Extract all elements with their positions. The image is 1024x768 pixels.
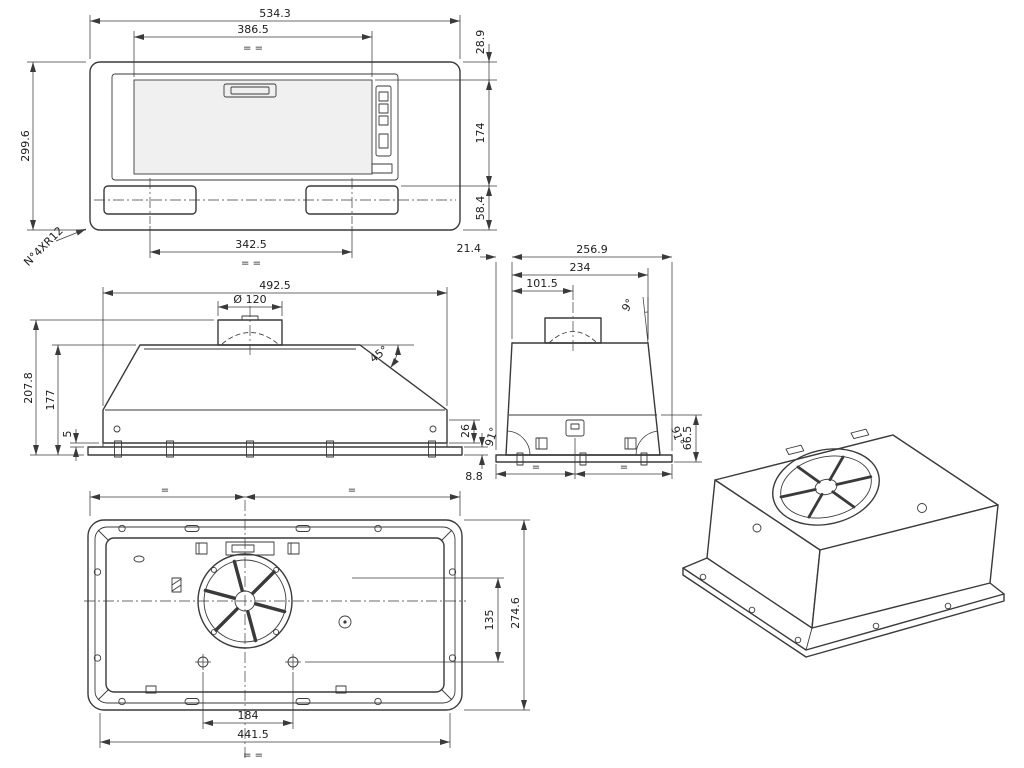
front-elevation-dimensions: 492.5 Ø 120 45° 207.8 177 5 26 8.8	[22, 279, 488, 483]
dim-bottom-hole-spacing: 184	[238, 709, 259, 722]
isometric-view	[682, 428, 1005, 658]
fixing-hole-left	[195, 654, 211, 670]
side-elevation-view: 21.4 256.9 234 101.5 9° 91° 91° 66.5 = =	[457, 242, 702, 479]
junction-box	[565, 419, 585, 437]
dim-bottom-opening-width: 441.5	[237, 728, 269, 741]
brand-plate	[371, 163, 393, 174]
dim-front-inner-width-eq: = =	[243, 43, 263, 54]
dim-elev-lip-height: 26	[459, 424, 472, 438]
front-elevation-view: 492.5 Ø 120 45° 207.8 177 5 26 8.8	[22, 279, 488, 483]
bottom-view-dimensions: = = 135 274.6 184 441.5 = =	[89, 485, 530, 761]
flange-clips	[114, 440, 436, 458]
hood-body-front	[89, 61, 461, 231]
mounting-flange	[87, 446, 463, 456]
dim-elev-total-height: 207.8	[22, 372, 35, 404]
dim-front-total-height: 299.6	[19, 130, 32, 162]
dim-side-body-depth: 234	[570, 261, 591, 274]
iso-details	[699, 428, 952, 644]
dim-bottom-flange-depth: 274.6	[509, 597, 522, 629]
canopy-outline	[102, 344, 448, 444]
lamp-and-clips	[195, 541, 300, 556]
dim-front-filter-spacing-eq: = =	[241, 258, 261, 269]
dim-elev-body-height: 177	[44, 390, 57, 411]
dim-side-lip-height: 66.5	[681, 426, 694, 451]
fixing-hole-right	[285, 654, 301, 670]
box-opening	[105, 537, 445, 693]
front-elevation-object	[87, 306, 463, 458]
dim-elev-flange-gap: 5	[61, 431, 74, 438]
control-panel	[375, 85, 392, 157]
handle	[223, 83, 277, 98]
dim-side-flange-offset: 21.4	[457, 242, 482, 255]
dim-elev-duct-diameter: Ø 120	[233, 293, 266, 306]
iso-flange	[682, 557, 1005, 658]
dim-side-total-depth: 256.9	[576, 243, 608, 256]
dim-side-duct-offset: 101.5	[526, 277, 558, 290]
dim-elev-body-width: 492.5	[259, 279, 291, 292]
side-elevation-dimensions: 21.4 256.9 234 101.5 9° 91° 91° 66.5 = =	[457, 242, 702, 479]
dim-elev-flange-thickness: 8.8	[465, 470, 483, 483]
iso-fan	[772, 448, 880, 526]
note-corner-radius: N°4XR12	[21, 224, 65, 268]
side-elevation-object	[495, 302, 673, 466]
dim-side-eq-right: =	[620, 462, 628, 473]
dim-front-panel-height: 174	[474, 123, 487, 144]
mounting-flange-side	[495, 454, 673, 463]
dim-bottom-eq-left: =	[161, 485, 169, 496]
dim-elev-slope-angle: 45°	[367, 343, 390, 365]
liner-recess	[111, 73, 399, 181]
dim-front-filter-spacing: 342.5	[235, 238, 267, 251]
drain-hole	[338, 615, 352, 629]
dim-side-eq-left: =	[532, 462, 540, 473]
flange-outline	[87, 519, 463, 711]
mounting-slots	[93, 524, 457, 706]
dim-side-rear-corner-angle: 91°	[668, 425, 686, 448]
dim-bottom-eq-right: =	[348, 485, 356, 496]
glass-panel	[133, 79, 373, 175]
bottom-view: = = 135 274.6 184 441.5 = =	[84, 485, 530, 761]
dim-front-total-width: 534.3	[259, 7, 291, 20]
dim-front-inner-width: 386.5	[237, 23, 269, 36]
dim-front-top-offset: 28.9	[474, 30, 487, 55]
front-view-object	[89, 61, 461, 231]
bottom-view-object	[84, 500, 466, 758]
dim-bottom-hole-span: 135	[483, 610, 496, 631]
dim-side-back-angle: 9°	[619, 297, 637, 314]
dim-side-front-corner-angle: 91°	[482, 426, 500, 449]
dim-front-bottom-offset: 58.4	[474, 196, 487, 221]
cable-slot	[171, 577, 182, 593]
dim-bottom-opening-width-eq: = =	[243, 750, 263, 761]
front-view: 534.3 386.5 = = 299.6 28.9 174 58.4 342.…	[19, 7, 497, 269]
